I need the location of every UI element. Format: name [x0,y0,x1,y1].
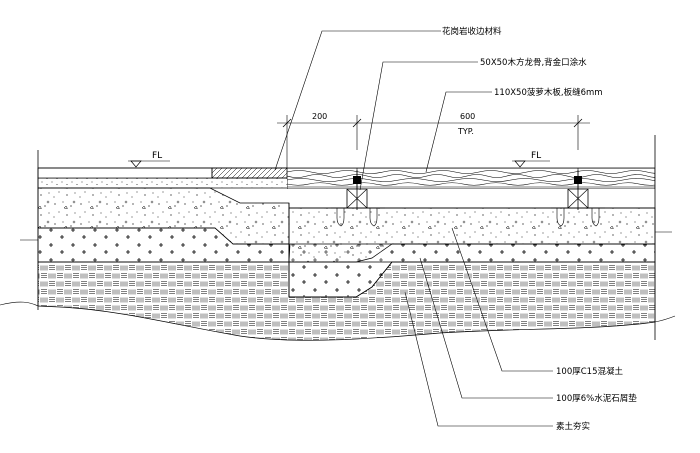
leader-stone-dust: 100厚6%水泥石屑垫 [419,257,637,404]
level-label-left: FL [152,151,162,161]
joist-fixing-left [331,170,385,227]
screed-layer [37,177,289,189]
callout-concrete: 100厚C15混凝土 [556,366,623,377]
dimension-typ-label: TYP. [457,127,474,136]
dimension-200-label: 200 [312,112,327,121]
callout-granite-edging: 花岗岩收边材料 [442,26,502,37]
leader-rammed-soil: 素土夯实 [404,291,590,432]
callout-stone-dust: 100厚6%水泥石屑垫 [556,393,637,404]
dimension-600-label: 600 [460,112,475,121]
level-label-right: FL [531,151,541,161]
joist-fixing-right [551,170,605,227]
wood-deck-boards [287,168,655,189]
dimension-line: 200 600 TYP. [277,112,590,168]
callout-rammed-soil: 素土夯实 [556,421,590,432]
leader-granite-edging: 花岗岩收边材料 [274,26,502,171]
callout-wood-joist: 50X50木方龙骨,背金口涂水 [480,57,587,68]
callout-wood-board: 110X50菠萝木板,板缝6mm [494,87,603,98]
level-marker-right: FL [512,151,550,168]
leader-wood-joist: 50X50木方龙骨,背金口涂水 [359,57,587,191]
paving-top-left [37,167,213,179]
leader-concrete: 100厚C15混凝土 [451,227,623,377]
leader-wood-board: 110X50菠萝木板,板缝6mm [425,87,603,173]
level-marker-left: FL [128,151,170,168]
granite-edging [211,167,288,179]
